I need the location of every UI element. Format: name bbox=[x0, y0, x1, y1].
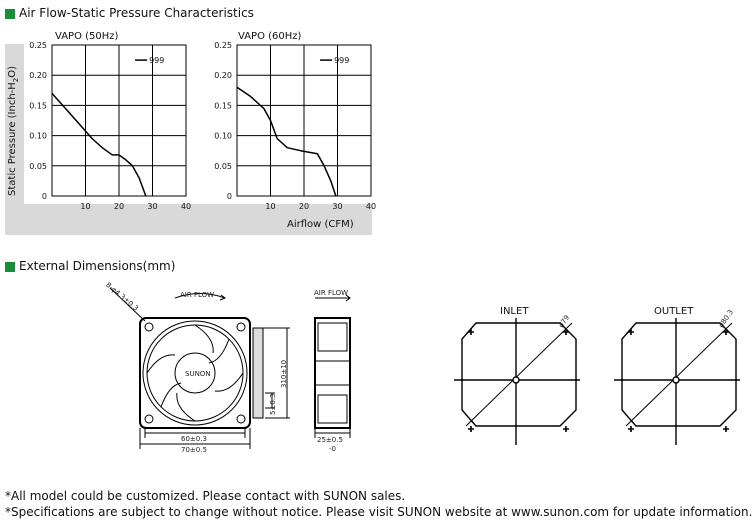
x-tick-label: 10 bbox=[265, 202, 275, 211]
series-line bbox=[236, 86, 337, 197]
y-tick-label: 0.05 bbox=[29, 162, 47, 171]
section-marker bbox=[5, 9, 15, 19]
inlet-label: INLET bbox=[500, 306, 529, 317]
inlet-drawing: INLET ø79 bbox=[454, 306, 580, 445]
front-brand-label: SUNON bbox=[185, 370, 211, 378]
inlet-diam-label: ø79 bbox=[557, 314, 571, 329]
x-tick-label: 30 bbox=[332, 202, 342, 211]
y-tick-label: 0.25 bbox=[214, 41, 232, 50]
y-tick-label: 0.15 bbox=[29, 101, 47, 110]
outlet-diam-label: ø80.3 bbox=[717, 308, 735, 329]
x-axis-label: Airflow (CFM) bbox=[287, 219, 354, 230]
legend-label: 999 bbox=[334, 56, 349, 65]
front-lead-label: 310±10 bbox=[280, 360, 288, 388]
y-tick-label: 0 bbox=[42, 192, 47, 201]
x-tick-label: 20 bbox=[114, 202, 124, 211]
y-tick-label: 0.20 bbox=[29, 71, 47, 80]
x-tick-label: 40 bbox=[181, 202, 191, 211]
side-airflow-label: AIR FLOW bbox=[314, 289, 348, 297]
front-airflow-label: AIR FLOW bbox=[180, 291, 214, 299]
chart2-title: VAPO (60Hz) bbox=[238, 31, 302, 42]
airflow-section-title: Air Flow-Static Pressure Characteristics bbox=[19, 6, 254, 20]
y-tick-label: 0 bbox=[227, 192, 232, 201]
dims-section-title: External Dimensions(mm) bbox=[19, 259, 176, 273]
y-tick-label: 0.20 bbox=[214, 71, 232, 80]
footnote-customize: *All model could be customized. Please c… bbox=[5, 489, 406, 503]
side-depth-tol: -0 bbox=[329, 445, 336, 453]
x-tick-label: 10 bbox=[80, 202, 90, 211]
y-tick-label: 0.10 bbox=[214, 132, 232, 141]
front-side-label: 5±0.3 bbox=[269, 394, 277, 415]
x-tick-label: 40 bbox=[366, 202, 376, 211]
y-tick-label: 0.25 bbox=[29, 41, 47, 50]
fan-front-view-drawing: AIR FLOW SUNON 60±0.3 70±0.5 8-φ4.3±0.3 … bbox=[104, 281, 290, 454]
series-line bbox=[51, 92, 147, 197]
front-dim-inner: 60±0.3 bbox=[181, 435, 207, 443]
y-tick-label: 0.15 bbox=[214, 101, 232, 110]
ylabel-panel bbox=[5, 44, 24, 204]
legend-label: 999 bbox=[149, 56, 164, 65]
y-tick-label: 0.10 bbox=[29, 132, 47, 141]
outlet-drawing: OUTLET ø80.3 bbox=[614, 306, 740, 445]
x-tick-label: 30 bbox=[147, 202, 157, 211]
front-hole-label: 8-φ4.3±0.3 bbox=[104, 281, 140, 313]
y-tick-label: 0.05 bbox=[214, 162, 232, 171]
chart1-title: VAPO (50Hz) bbox=[55, 31, 119, 42]
x-tick-label: 20 bbox=[299, 202, 309, 211]
xlabel-panel bbox=[5, 204, 372, 235]
side-depth-label: 25±0.5 bbox=[317, 436, 343, 444]
fan-side-view-drawing: AIR FLOW 25±0.5 -0 bbox=[314, 289, 351, 453]
outlet-label: OUTLET bbox=[654, 306, 694, 317]
section-marker bbox=[5, 262, 15, 272]
front-dim-outer: 70±0.5 bbox=[181, 446, 207, 454]
footnote-specs: *Specifications are subject to change wi… bbox=[5, 505, 753, 519]
